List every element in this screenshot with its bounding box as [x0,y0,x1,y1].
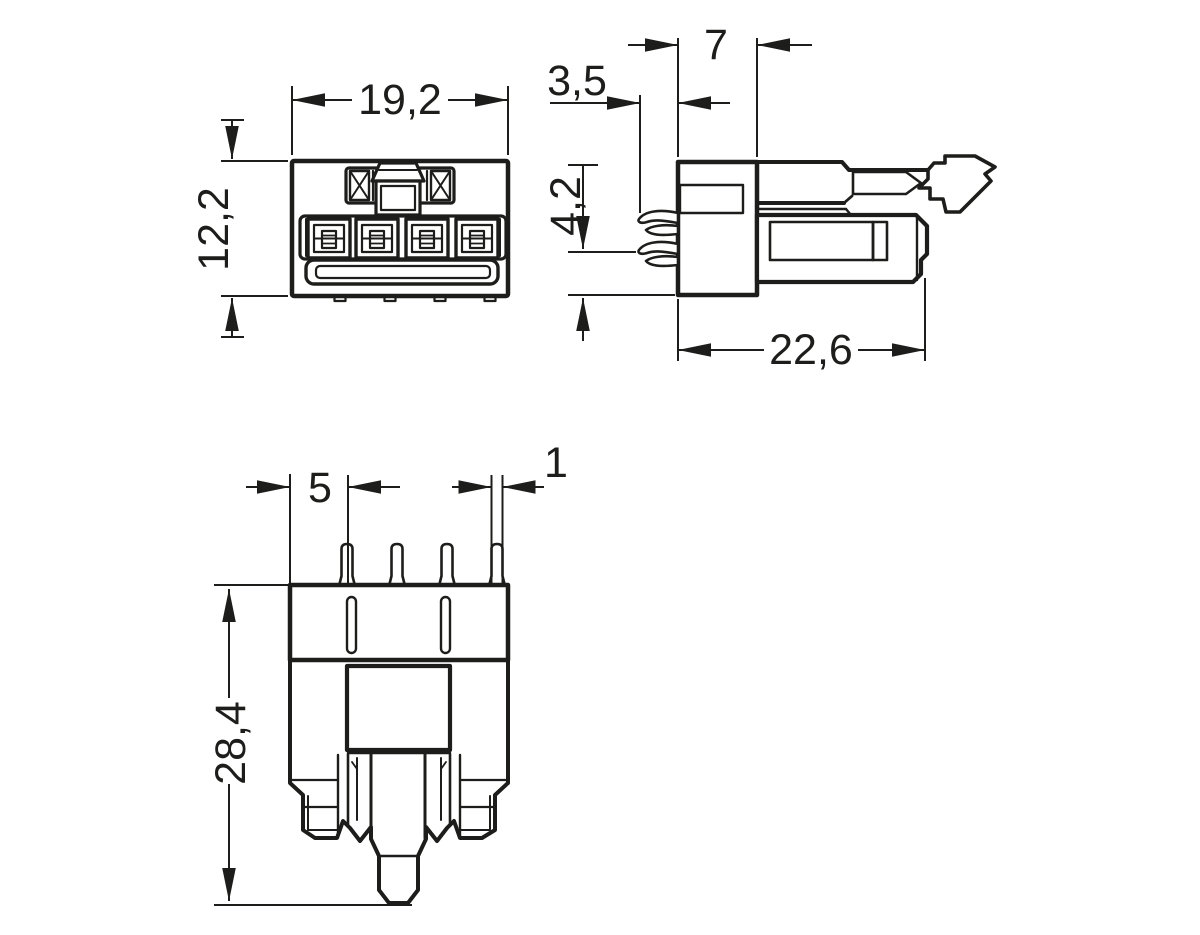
latch-x-box-left [348,169,371,202]
front-view [289,158,511,303]
side-body [675,159,760,298]
dim-front-width-label: 19,2 [358,76,442,124]
side-pin-blade [851,170,923,196]
contact-2 [354,217,400,260]
dim-top-pin-width-label: 1 [544,439,568,487]
latch-x-box-right [429,169,452,202]
contact-1 [306,217,352,260]
strain-relief-bar [304,258,500,286]
latch-tab-top [370,161,426,183]
dim-side-pin-offset-label: 3,5 [547,57,607,105]
top-view [287,542,511,905]
dim-front-height-label: 12,2 [190,187,238,271]
side-dimensions: 7 3,5 4,2 22,6 [542,21,926,374]
top-slot-left [345,595,358,655]
top-body [287,582,511,663]
dim-top-pin-pitch-label: 5 [308,464,332,512]
top-slot-right [439,595,452,655]
top-dimensions: 5 1 28,4 [207,439,568,906]
top-housing-details [288,751,510,858]
contact-3 [404,217,450,260]
side-view [637,154,997,298]
front-latch [344,161,456,217]
contact-4 [454,217,500,260]
dim-side-depth-label: 22,6 [769,326,853,374]
top-lower-housing [288,658,510,905]
top-latch-housing [344,663,453,753]
side-plug [754,212,930,285]
side-arm-top [755,160,930,172]
dim-side-pin-drop-label: 4,2 [542,176,590,236]
dim-side-body-width-label: 7 [704,21,728,69]
dim-top-height-label: 28,4 [207,701,255,785]
front-contact-row [298,214,508,286]
side-latch-hook [917,154,997,214]
front-dimensions: 19,2 12,2 [190,76,509,338]
top-pins [337,542,507,588]
side-solder-hooks [637,209,680,268]
side-body-notch [678,183,745,215]
